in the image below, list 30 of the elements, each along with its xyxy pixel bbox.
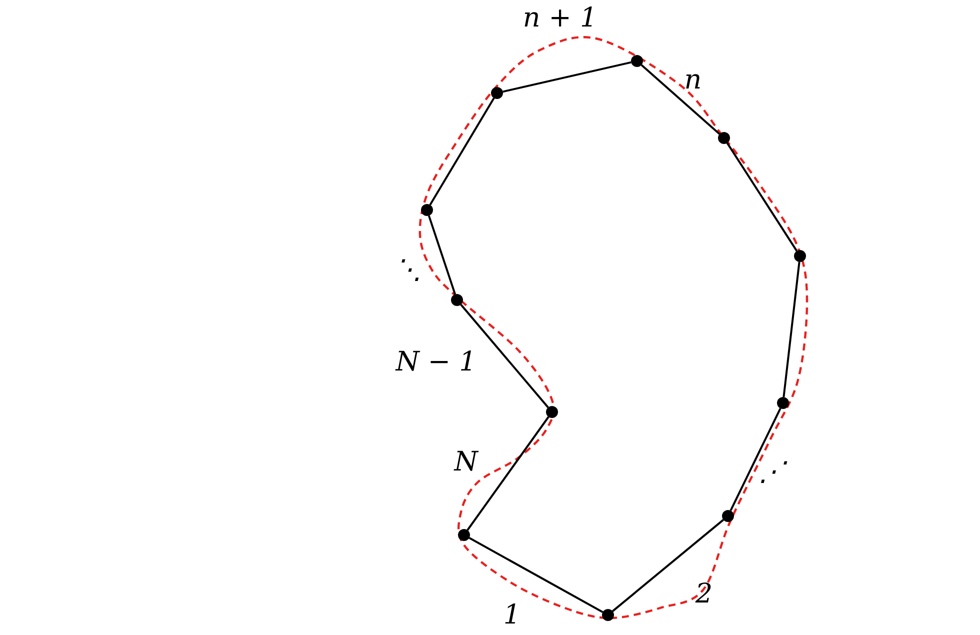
polygon-edge	[502, 61, 632, 93]
vertex-dot	[777, 397, 789, 409]
vertex-dot	[794, 250, 806, 262]
vertex-dot	[546, 406, 558, 418]
polygon-edge	[612, 519, 724, 612]
segment-label: 2	[695, 580, 713, 608]
polygon-edge	[460, 304, 549, 408]
vertex-dot	[458, 529, 470, 541]
polygon-edge	[726, 142, 798, 252]
polygon-edge	[640, 64, 720, 135]
segment-label: N − 1	[396, 348, 476, 376]
segment-label: n	[684, 66, 702, 94]
vertex-dot	[602, 609, 614, 621]
polygon-edge	[782, 262, 800, 398]
vertex-dot	[718, 132, 730, 144]
segment-label: ⋱	[394, 256, 422, 284]
segment-label: N	[454, 448, 478, 476]
polygon-edge	[466, 416, 550, 531]
polygon-edge	[428, 215, 456, 295]
polygon-edge	[468, 537, 604, 613]
polygon-edge	[429, 98, 495, 206]
vertex-dot	[421, 204, 433, 216]
vertex-dot	[722, 510, 734, 522]
segment-label: ⋰	[758, 458, 786, 486]
segment-label: 1	[503, 602, 521, 628]
vertex-dot	[491, 87, 503, 99]
segment-label: n + 1	[522, 4, 598, 32]
polygon-edge	[730, 408, 782, 512]
vertex-dot	[451, 294, 463, 306]
vertex-dot	[631, 55, 643, 67]
